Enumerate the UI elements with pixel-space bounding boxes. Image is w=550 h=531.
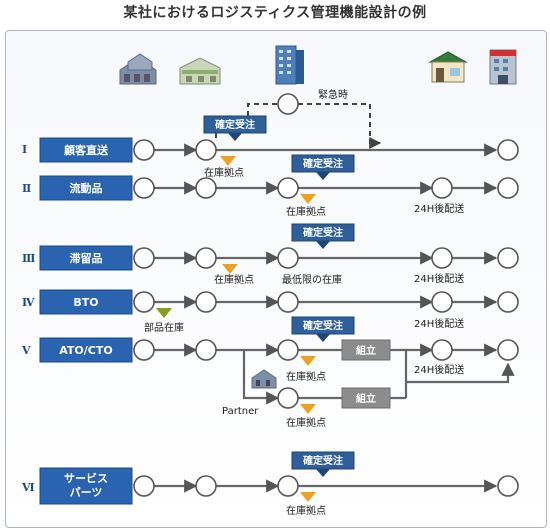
stock-triangle-partner: [300, 404, 316, 414]
svg-text:確定受注: 確定受注: [303, 319, 343, 332]
category-box-2: 流動品: [39, 175, 133, 201]
node-4-4: [431, 291, 453, 313]
delivery-label-row2: 24H後配送: [414, 202, 464, 215]
stock-triangle-row2: [300, 194, 316, 204]
row-numeral-3: Ⅲ: [22, 252, 35, 265]
parts-stock-label: 部品在庫: [144, 321, 184, 334]
office-building-icon: [275, 45, 304, 85]
stock-triangle-row1: [220, 156, 236, 166]
row5-partner-to-end: [406, 362, 515, 384]
category-label-line: サービス: [64, 471, 108, 485]
node-5-3: [277, 339, 299, 361]
category-box-5: ATO/CTO: [39, 337, 133, 363]
row-numeral-1: Ⅰ: [22, 143, 27, 156]
parts-triangle-row4: [156, 308, 172, 318]
node-1-emergency: [277, 93, 299, 115]
row5-branch-down: [242, 350, 280, 405]
node-3-1: [133, 247, 155, 269]
svg-text:確定受注: 確定受注: [215, 118, 255, 131]
node-2-3: [277, 177, 299, 199]
svg-text:確定受注: 確定受注: [303, 454, 343, 467]
row-numeral-2: Ⅱ: [22, 182, 31, 195]
node-6-2: [195, 475, 217, 497]
diagram-panel: [5, 30, 547, 528]
node-2-1: [133, 177, 155, 199]
row-numeral-6: Ⅵ: [21, 481, 35, 494]
node-2-2: [195, 177, 217, 199]
shop-icon: [428, 51, 468, 83]
node-4-5: [497, 291, 519, 313]
delivery-label-row5: 24H後配送: [414, 363, 464, 376]
assembly-box-row5: 組立: [341, 339, 391, 361]
category-label-4: BTO: [73, 296, 98, 309]
node-3-5: [497, 247, 519, 269]
category-box-4: BTO: [39, 289, 133, 315]
node-6-3: [277, 475, 299, 497]
stock-label-row6: 在庫拠点: [286, 504, 326, 517]
node-5-partner: [277, 387, 299, 409]
min-stock-label: 最低限の在庫: [282, 273, 342, 286]
row1-emergency-path-c: [369, 104, 382, 149]
node-4-3: [277, 291, 299, 313]
node-5-2: [195, 339, 217, 361]
assembly-box-partner: 組立: [341, 387, 391, 409]
node-5-1: [133, 339, 155, 361]
kakutei-badge-row2: 確定受注: [291, 154, 355, 180]
node-1-end: [497, 139, 519, 161]
delivery-label-row4: 24H後配送: [414, 317, 464, 330]
page-title: 某社におけるロジスティクス管理機能設計の例: [123, 5, 427, 21]
emergency-label: 緊急時: [318, 88, 348, 101]
stock-label-row5: 在庫拠点: [286, 370, 326, 383]
kakutei-badge-row3: 確定受注: [291, 223, 355, 249]
svg-text:組立: 組立: [356, 344, 376, 357]
node-1-2: [195, 139, 217, 161]
category-box-6: サービスパーツ: [39, 467, 133, 505]
stock-label-row2: 在庫拠点: [286, 205, 326, 218]
category-label-6: サービスパーツ: [64, 471, 108, 499]
node-5-5: [497, 339, 519, 361]
row-numeral-4: Ⅳ: [22, 296, 35, 309]
stock-triangle-row6: [300, 492, 316, 502]
svg-text:組立: 組立: [356, 392, 376, 405]
node-4-2: [195, 291, 217, 313]
category-label-3: 滞留品: [70, 251, 103, 265]
node-6-1: [133, 475, 155, 497]
svg-text:確定受注: 確定受注: [303, 226, 343, 239]
category-box-3: 滞留品: [39, 245, 133, 271]
node-5-4: [431, 339, 453, 361]
category-label-1: 顧客直送: [64, 143, 109, 157]
category-label-line: パーツ: [70, 486, 103, 499]
stock-label-row3: 在庫拠点: [214, 273, 254, 286]
partner-factory-icon: [251, 369, 277, 389]
kakutei-badge-row6: 確定受注: [291, 451, 355, 477]
partner-label: Partner: [222, 406, 259, 417]
kakutei-badge-row5: 確定受注: [291, 316, 355, 342]
node-2-4: [431, 177, 453, 199]
node-2-5: [497, 177, 519, 199]
category-label-2: 流動品: [70, 181, 103, 195]
row-numeral-5: Ⅴ: [21, 344, 31, 357]
delivery-label-row3: 24H後配送: [414, 272, 464, 285]
category-label-5: ATO/CTO: [59, 344, 112, 357]
category-box-1: 顧客直送: [39, 137, 133, 163]
stock-triangle-row3: [222, 264, 238, 274]
node-3-3: [277, 247, 299, 269]
stock-label-partner: 在庫拠点: [286, 416, 326, 429]
factory-icon: [179, 57, 221, 85]
node-1-1: [133, 139, 155, 161]
store-building-icon: [489, 49, 517, 85]
node-3-2: [195, 247, 217, 269]
warehouse-icon: [119, 53, 157, 85]
stock-label-row1: 在庫拠点: [204, 166, 244, 179]
stock-triangle-row5: [300, 356, 316, 366]
node-6-4: [497, 475, 519, 497]
kakutei-badge-row1: 確定受注: [203, 115, 267, 141]
node-4-1: [133, 291, 155, 313]
svg-text:確定受注: 確定受注: [303, 157, 343, 170]
node-3-4: [431, 247, 453, 269]
